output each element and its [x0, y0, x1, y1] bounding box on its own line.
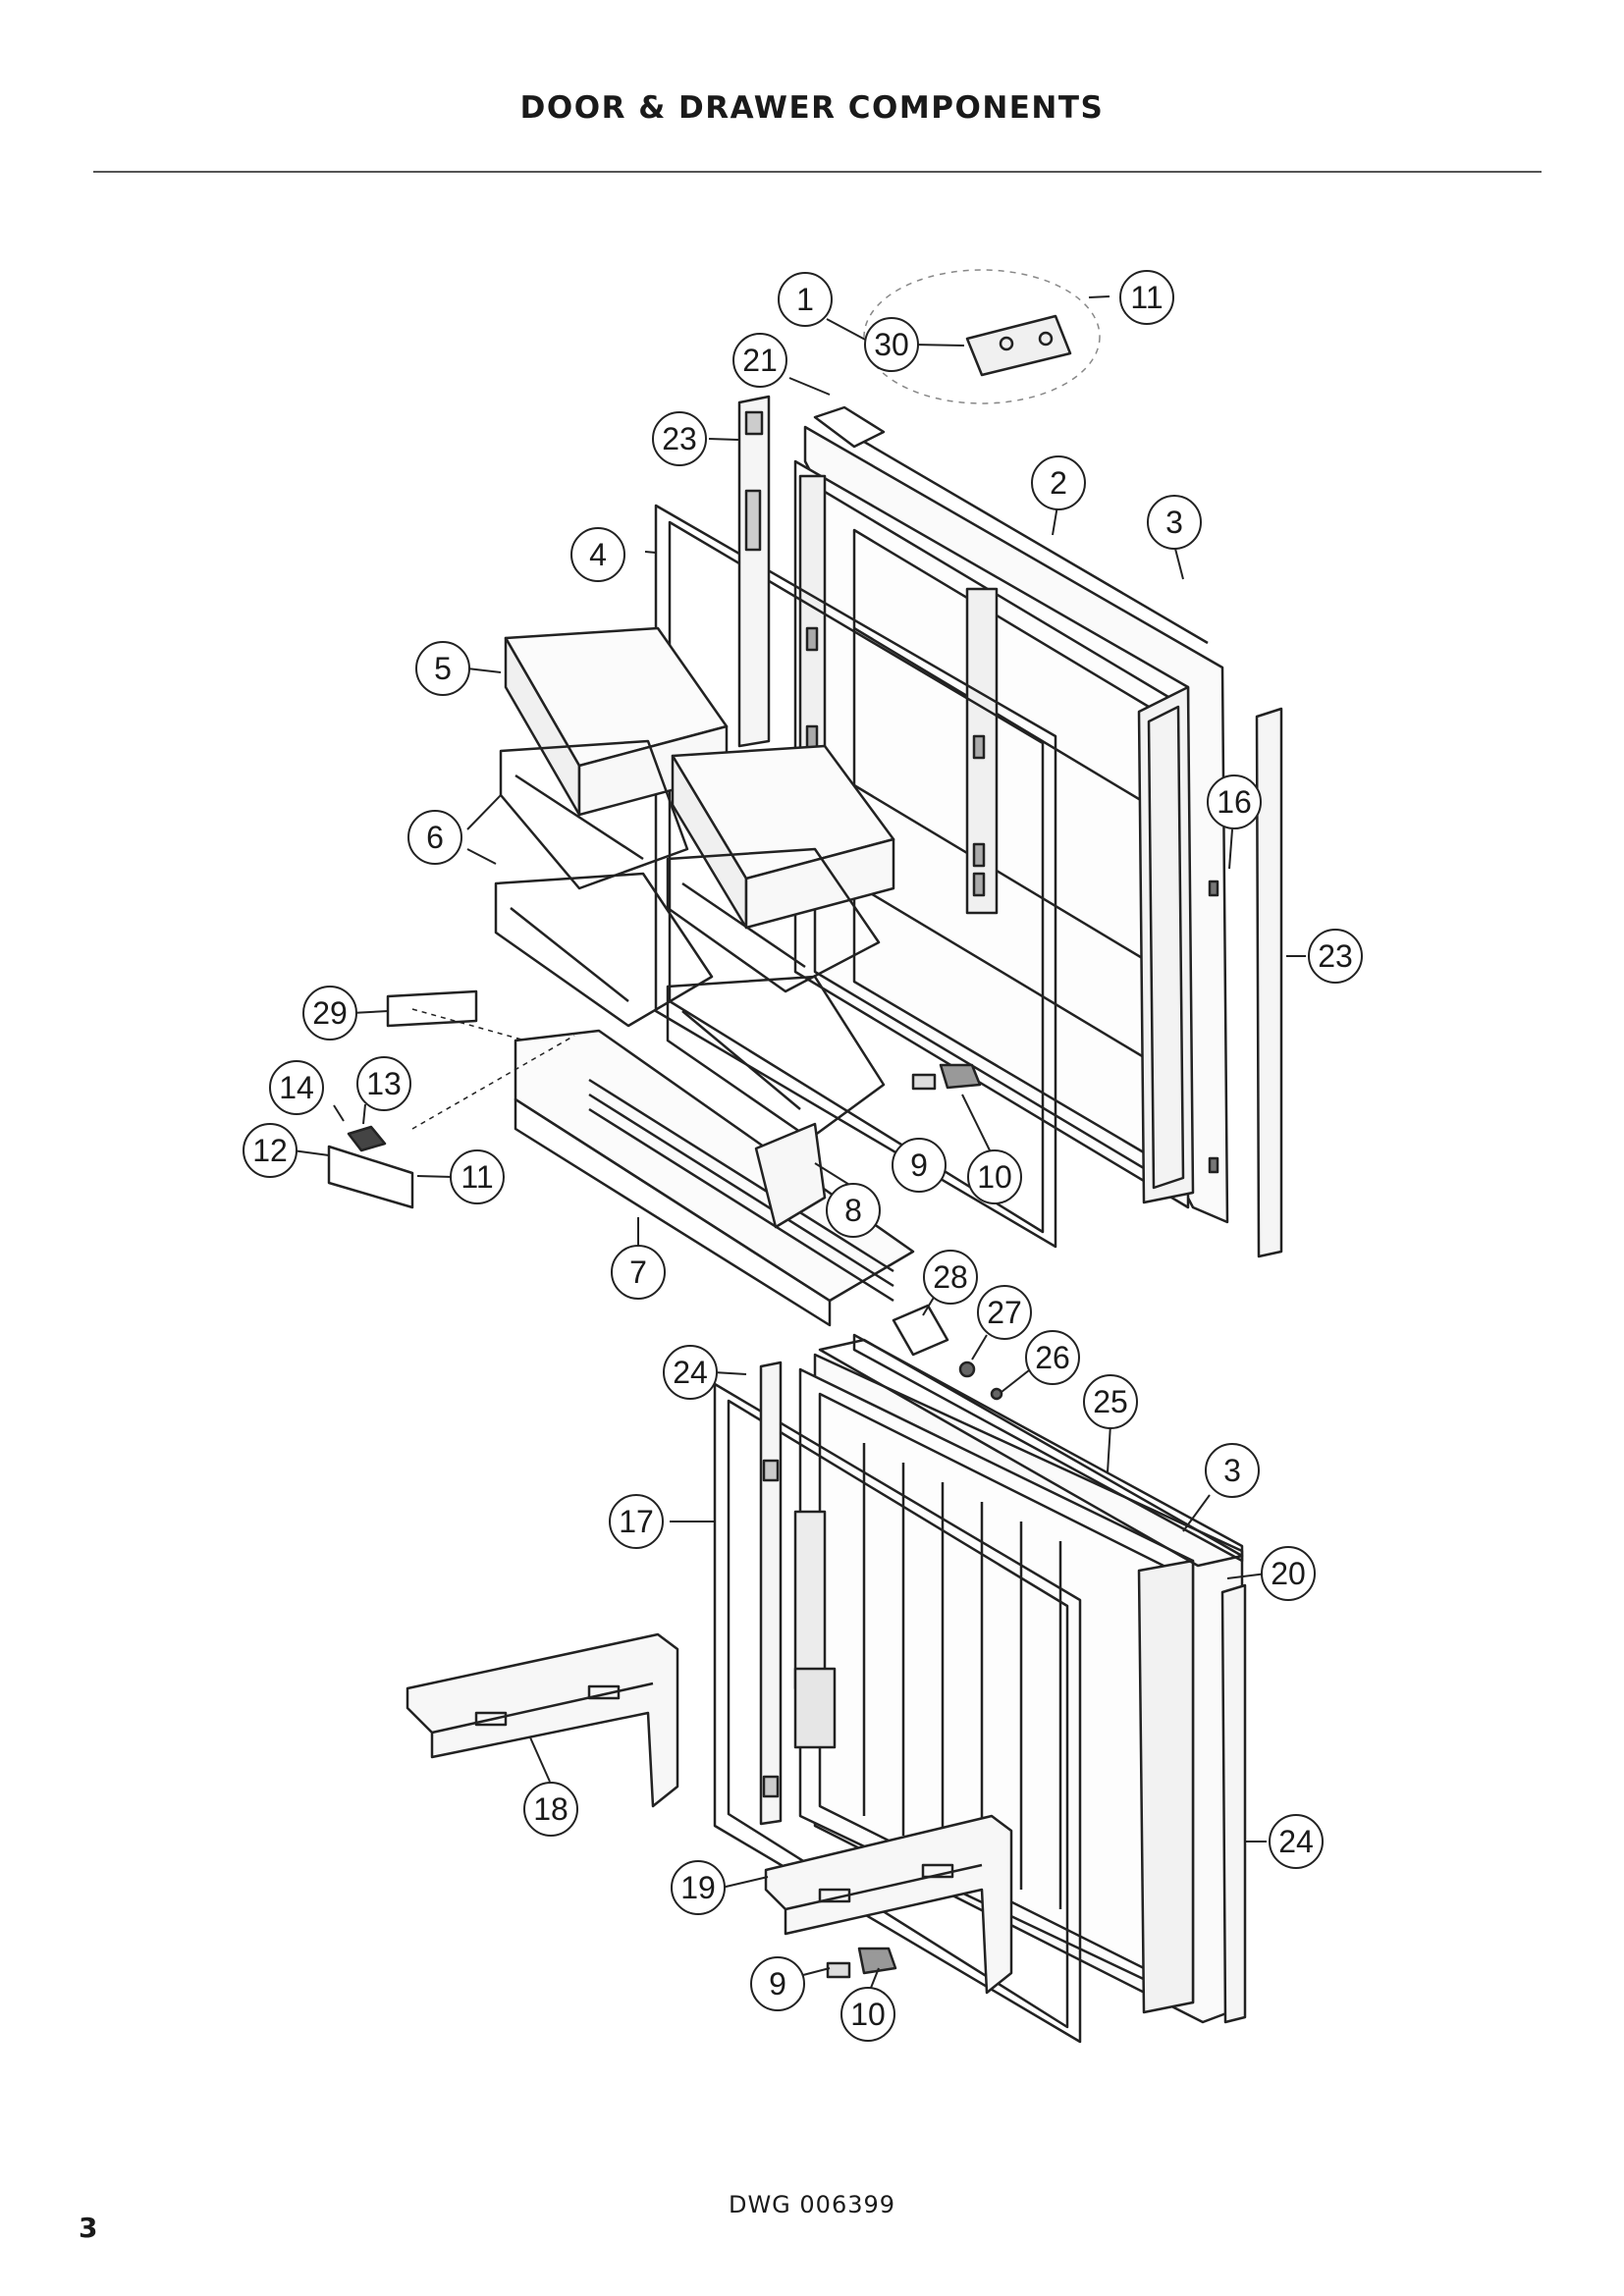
svg-text:18: 18: [533, 1791, 568, 1827]
upper-top-hinge-detail: [863, 269, 1101, 404]
callout-6: 6: [407, 810, 462, 865]
svg-text:10: 10: [977, 1159, 1012, 1195]
callout-8: 8: [826, 1183, 881, 1238]
callout-3-upper: 3: [1147, 495, 1202, 550]
callout-12: 12: [243, 1123, 298, 1178]
svg-text:1: 1: [796, 282, 814, 317]
page-number: 3: [79, 2212, 98, 2244]
callout-4: 4: [570, 527, 625, 582]
svg-text:9: 9: [769, 1966, 786, 2002]
lower-drawer-gasket: [713, 1382, 1082, 2044]
callout-26: 26: [1025, 1330, 1080, 1385]
callout-13: 13: [356, 1056, 411, 1111]
upper-door-panel: [793, 425, 1229, 1224]
title-divider: [93, 171, 1542, 173]
upper-door-gasket: [654, 504, 1057, 1249]
callout-24-lower: 24: [1269, 1814, 1324, 1869]
drawer-slide-bracket-left: [406, 1632, 679, 1808]
svg-text:28: 28: [933, 1259, 968, 1295]
page-title: DOOR & DRAWER COMPONENTS: [519, 90, 1105, 126]
callout-18: 18: [523, 1782, 578, 1837]
svg-text:13: 13: [366, 1066, 402, 1101]
svg-text:16: 16: [1217, 784, 1252, 820]
callout-19: 19: [671, 1860, 726, 1915]
svg-text:4: 4: [589, 537, 607, 572]
callout-10-upper: 10: [967, 1149, 1022, 1204]
upper-door-bins: [494, 626, 915, 1327]
callout-14: 14: [269, 1060, 324, 1115]
callout-11-left: 11: [450, 1149, 505, 1204]
callout-3-lower: 3: [1205, 1443, 1260, 1498]
svg-text:7: 7: [629, 1255, 647, 1290]
lower-drawer-trim-strip-right: [1220, 1583, 1247, 2024]
svg-text:25: 25: [1093, 1384, 1128, 1419]
svg-text:14: 14: [279, 1070, 314, 1105]
callout-2: 2: [1031, 455, 1086, 510]
callout-29: 29: [302, 986, 357, 1041]
svg-text:19: 19: [680, 1870, 716, 1905]
svg-text:24: 24: [1278, 1824, 1314, 1859]
svg-text:23: 23: [1318, 938, 1353, 974]
lower-drawer-trim-strip-left: [759, 1361, 783, 1826]
callout-30: 30: [864, 317, 919, 372]
svg-text:11: 11: [460, 1159, 493, 1195]
callout-9-upper: 9: [892, 1138, 947, 1193]
svg-text:27: 27: [987, 1295, 1022, 1330]
svg-text:23: 23: [662, 421, 697, 456]
callout-27: 27: [977, 1285, 1032, 1340]
upper-door-trim-strip-right: [1255, 707, 1283, 1258]
callout-20: 20: [1261, 1546, 1316, 1601]
callout-24-upper: 24: [663, 1345, 718, 1400]
lower-drawer-small-parts: [826, 1947, 897, 1979]
svg-text:5: 5: [434, 651, 452, 686]
svg-text:10: 10: [850, 1997, 886, 2032]
callout-23-right: 23: [1308, 929, 1363, 984]
svg-text:20: 20: [1271, 1556, 1306, 1591]
lower-drawer-panel: [793, 1353, 1244, 2024]
svg-text:17: 17: [619, 1504, 654, 1539]
upper-door-top-hinge-bracket: [813, 405, 1209, 645]
callout-7: 7: [611, 1245, 666, 1300]
svg-text:12: 12: [252, 1133, 288, 1168]
drawing-number: DWG 006399: [728, 2191, 896, 2218]
callout-9-lower: 9: [750, 1956, 805, 2011]
callout-1: 1: [778, 272, 833, 327]
svg-text:30: 30: [874, 327, 909, 362]
svg-text:8: 8: [844, 1193, 862, 1228]
callout-28: 28: [923, 1250, 978, 1305]
upper-door-trim-strip-left: [737, 395, 771, 748]
drawer-slide-bracket-right: [764, 1814, 1013, 1995]
svg-text:2: 2: [1050, 465, 1067, 501]
callout-23-top: 23: [652, 411, 707, 466]
svg-text:11: 11: [1130, 280, 1163, 315]
svg-text:29: 29: [312, 995, 348, 1031]
lower-drawer-top-rail: [818, 1333, 1244, 1568]
svg-text:21: 21: [742, 343, 778, 378]
callout-17: 17: [609, 1494, 664, 1549]
svg-text:3: 3: [1165, 505, 1183, 540]
callout-25: 25: [1083, 1374, 1138, 1429]
callout-10-lower: 10: [840, 1987, 895, 2042]
svg-text:6: 6: [426, 820, 444, 855]
callout-11-top: 11: [1119, 270, 1174, 325]
upper-door-small-parts: [327, 989, 1003, 1401]
svg-text:9: 9: [910, 1148, 928, 1183]
callout-5: 5: [415, 641, 470, 696]
svg-text:24: 24: [673, 1355, 708, 1390]
svg-text:26: 26: [1035, 1340, 1070, 1375]
callout-16: 16: [1207, 774, 1262, 829]
svg-text:3: 3: [1223, 1453, 1241, 1488]
callout-21: 21: [732, 333, 787, 388]
